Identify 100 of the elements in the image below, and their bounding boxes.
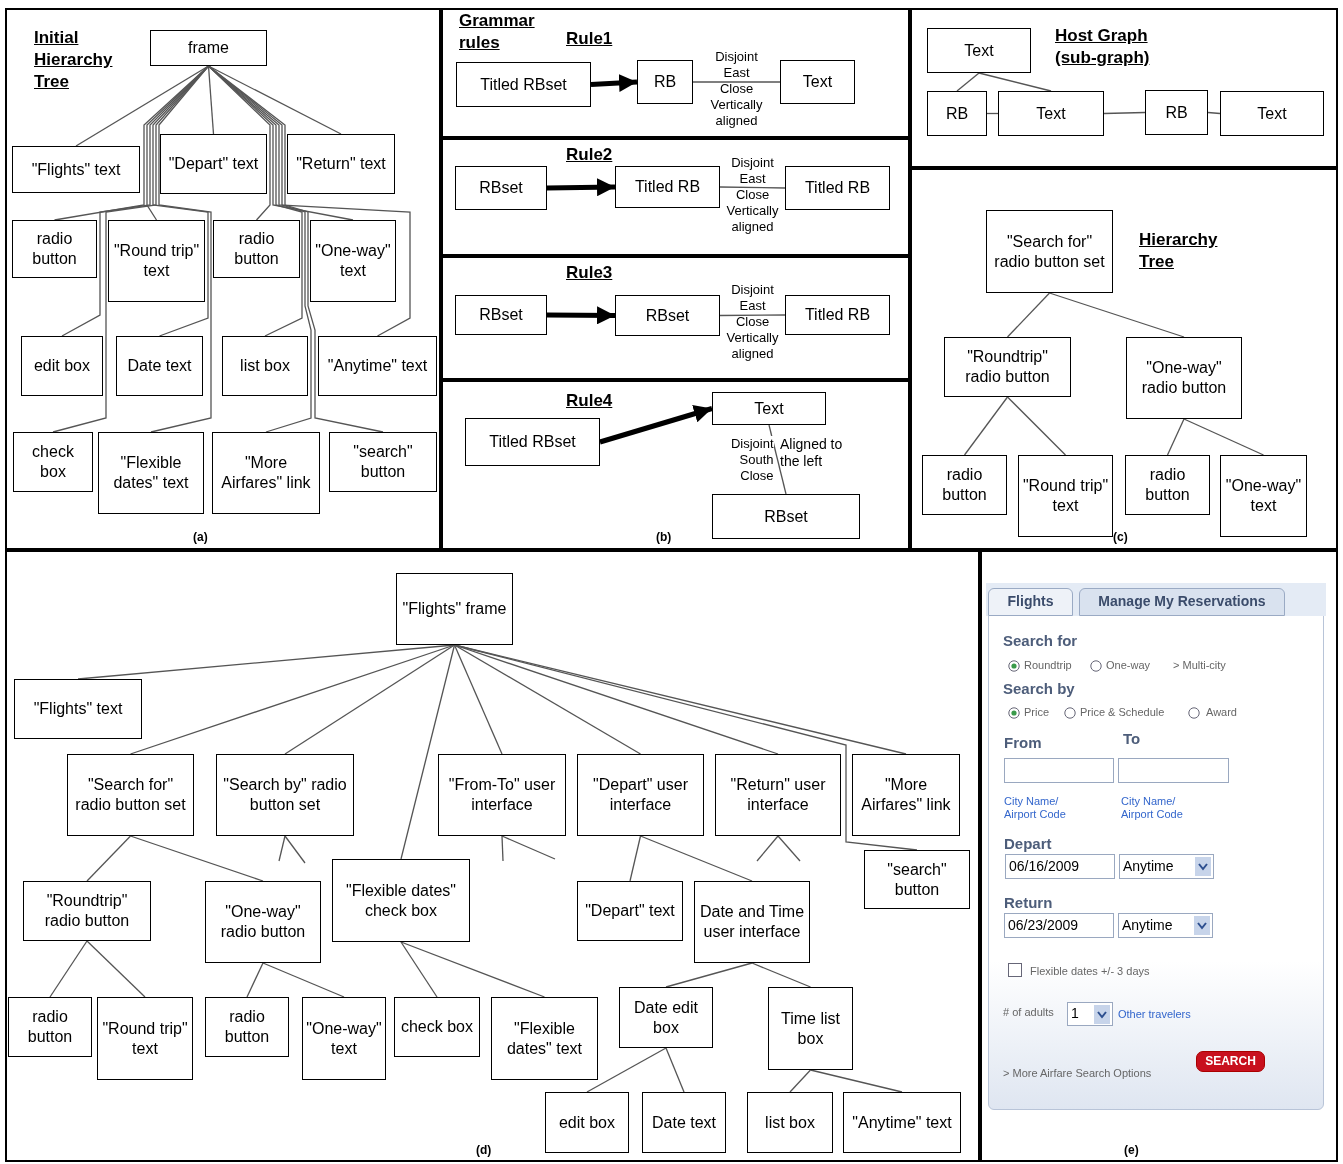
panel-frame [910, 8, 1338, 168]
edge-label: Disjoint East Close Vertically aligned [725, 282, 780, 363]
connector-line [719, 314, 786, 317]
connector-line [262, 962, 345, 998]
connector-line [453, 644, 503, 755]
connector-line [86, 940, 146, 998]
node-box: "Search for" radio button set [986, 210, 1113, 293]
dropdown-field: Anytime [1118, 913, 1213, 938]
arrow [547, 306, 615, 325]
field-label: Depart [1004, 835, 1053, 853]
date-field: 06/23/2009 [1004, 913, 1114, 938]
node-box: "One-way" text [302, 997, 386, 1080]
field-label: # of adults [1003, 1006, 1055, 1020]
field-label: Return [1004, 894, 1054, 912]
connector-line [719, 186, 786, 189]
node-box: "search" button [329, 432, 437, 492]
node-box: list box [222, 336, 308, 396]
dropdown-field: Anytime [1119, 854, 1214, 879]
node-box: check box [394, 997, 480, 1057]
panel-heading: Hierarchy Tree [1139, 229, 1219, 274]
connector-line [246, 962, 264, 998]
connector-line [978, 72, 1052, 92]
connector-line [129, 835, 264, 882]
node-box: "Anytime" text [318, 336, 437, 396]
connector-line [692, 81, 781, 83]
section-heading: Search for [1003, 632, 1079, 650]
node-box: "Flexible dates" check box [332, 859, 470, 942]
connector-line [751, 962, 812, 988]
option-label: Price [1024, 706, 1051, 720]
node-box: list box [747, 1092, 833, 1153]
node-box: Date edit box [619, 987, 713, 1048]
node-box: "Flexible dates" text [98, 432, 204, 514]
node-box: radio button [205, 997, 289, 1057]
node-box: RBset [455, 166, 547, 210]
connector-line [768, 424, 787, 495]
connector-line [150, 65, 212, 433]
node-box: "Roundtrip" radio button [23, 881, 151, 941]
node-box: "Return" user interface [715, 754, 841, 836]
node-box: RB [1145, 90, 1208, 135]
node-box: "From-To" user interface [438, 754, 566, 836]
node-box: Titled RB [785, 295, 890, 335]
rule-title: Rule2 [566, 144, 614, 166]
node-box: Text [998, 91, 1104, 136]
connector-line [49, 940, 88, 998]
hint-text: City Name/ Airport Code [1004, 795, 1067, 822]
node-box: "Flexible dates" text [491, 997, 598, 1080]
node-box: Titled RB [615, 166, 720, 208]
arrow [590, 74, 638, 92]
rule-title: Rule3 [566, 262, 614, 284]
node-box: "Flights" frame [396, 573, 513, 645]
node-box: "Depart" text [160, 134, 267, 194]
option-label: Award [1206, 706, 1238, 720]
option-label: Roundtrip [1024, 659, 1073, 673]
panel-letter: (e) [1124, 1143, 1140, 1159]
node-box: Date text [116, 336, 203, 396]
connector-line [777, 835, 801, 862]
panel-frame [5, 8, 441, 550]
connector-line [1103, 111, 1146, 115]
section-heading: Search by [1003, 680, 1076, 698]
node-box: frame [150, 30, 267, 66]
connector-line [1006, 292, 1051, 338]
connector-line [207, 65, 215, 135]
connector-line [809, 1069, 903, 1093]
connector-line [86, 835, 132, 882]
node-box: radio button [213, 220, 300, 278]
connector-line [400, 644, 456, 860]
search-button: SEARCH [1196, 1051, 1265, 1072]
node-box: radio button [922, 455, 1007, 515]
arrow [546, 178, 616, 197]
connector-line [501, 835, 504, 862]
option-label: Price & Schedule [1080, 706, 1166, 720]
node-box: "Return" text [287, 134, 395, 194]
node-box: "One-way" text [310, 220, 396, 302]
link: Other travelers [1118, 1008, 1192, 1022]
arrow [599, 405, 713, 445]
connector-line [956, 72, 980, 92]
panel-frame [5, 550, 980, 1162]
node-box: "Flights" text [12, 146, 140, 193]
node-box: radio button [12, 220, 97, 278]
node-box: Text [780, 60, 855, 104]
node-box: Text [1220, 91, 1324, 136]
node-box: RB [637, 60, 693, 104]
node-box: edit box [545, 1092, 629, 1153]
node-box: "Round trip" text [108, 220, 205, 302]
input-field [1004, 758, 1114, 783]
connector-line [284, 835, 306, 864]
connector-line [963, 396, 1009, 456]
connector-line [1207, 111, 1221, 115]
node-box: Titled RBset [456, 62, 591, 107]
connector-line [1183, 418, 1265, 456]
connector-line [1166, 418, 1185, 456]
panel-letter: (d) [476, 1143, 493, 1159]
panel-heading: Host Graph (sub-graph) [1055, 25, 1151, 70]
connector-line [284, 644, 456, 755]
node-box: "search" button [864, 850, 970, 909]
connector-line [789, 1069, 812, 1093]
node-box: "Depart" text [577, 881, 683, 941]
connector-line [400, 941, 438, 998]
option-label: Flexible dates +/- 3 days [1030, 965, 1151, 979]
node-box: "Roundtrip" radio button [944, 337, 1071, 397]
